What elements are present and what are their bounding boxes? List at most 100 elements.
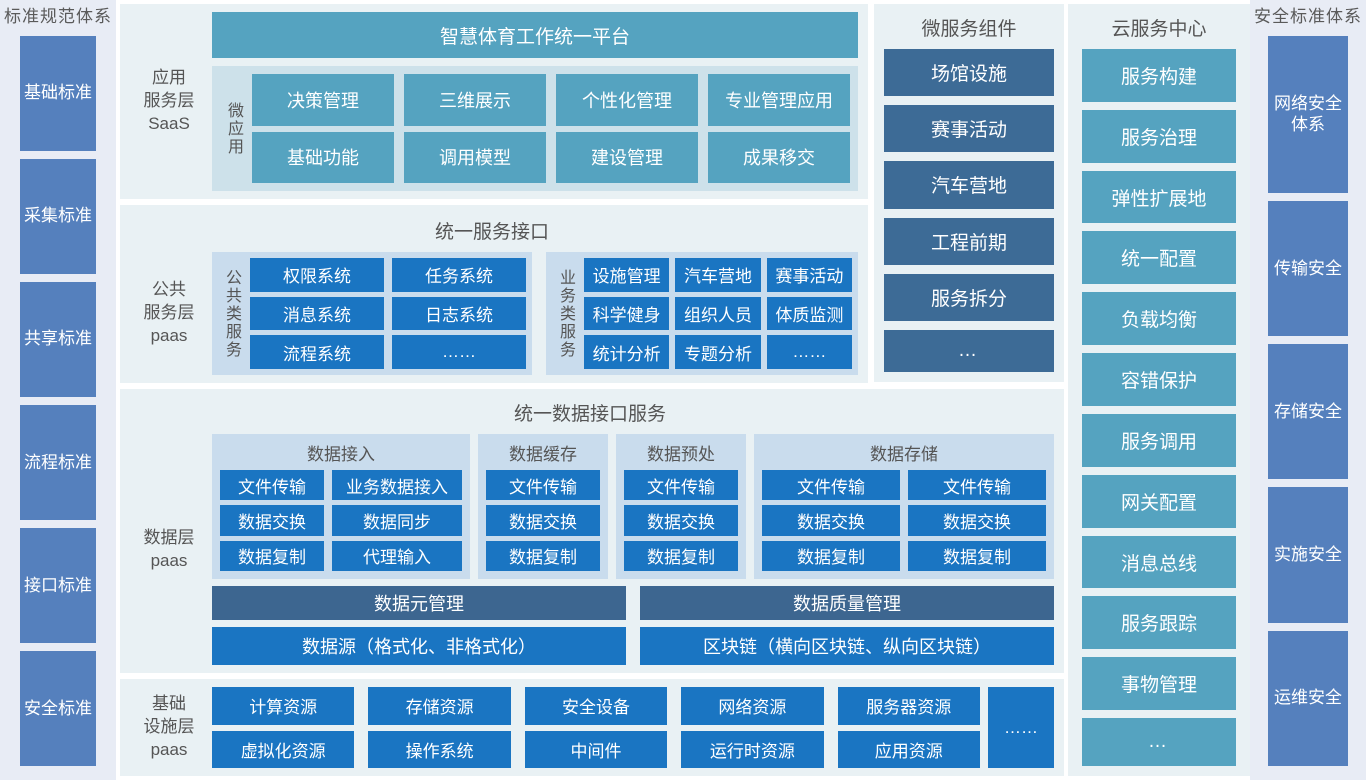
biz-tile-event[interactable]: 赛事活动 <box>766 258 852 292</box>
infra-tile-network[interactable]: 网络资源 <box>681 687 824 725</box>
access-tile-business-data[interactable]: 业务数据接入 <box>332 470 462 501</box>
access-tile-exchange[interactable]: 数据交换 <box>220 505 324 536</box>
cloud-box-service-governance[interactable]: 服务治理 <box>1082 109 1236 163</box>
biz-tile-personnel[interactable]: 组织人员 <box>675 296 761 331</box>
ms-box-preproject[interactable]: 工程前期 <box>884 217 1054 265</box>
store-tile-exchange-1[interactable]: 数据交换 <box>762 505 900 536</box>
app-label-line2: 服务层 <box>143 91 195 111</box>
cloud-box-service-call[interactable]: 服务调用 <box>1082 413 1236 467</box>
cloud-box-unified-config[interactable]: 统一配置 <box>1082 231 1236 285</box>
biz-tile-thematic[interactable]: 专题分析 <box>675 335 761 369</box>
data-group-storage-title: 数据存储 <box>870 445 938 464</box>
infra-tile-virtualization[interactable]: 虚拟化资源 <box>212 730 355 768</box>
biz-tile-campsite[interactable]: 汽车营地 <box>675 258 761 292</box>
microservice-column: 微服务组件 场馆设施 赛事活动 汽车营地 工程前期 服务拆分 … <box>874 4 1064 383</box>
bar-data-quality-management[interactable]: 数据质量管理 <box>640 586 1054 620</box>
data-group-cache: 数据缓存 文件传输 数据交换 数据复制 <box>478 434 608 579</box>
app-tile-call-model[interactable]: 调用模型 <box>404 131 546 183</box>
cloud-box-more[interactable]: … <box>1082 718 1236 766</box>
cloud-box-message-bus[interactable]: 消息总线 <box>1082 535 1236 589</box>
security-box-transmission[interactable]: 传输安全 <box>1268 200 1348 337</box>
cloud-box-elastic-scaling[interactable]: 弹性扩展地 <box>1082 170 1236 224</box>
bar-data-source[interactable]: 数据源（格式化、非格式化） <box>212 627 626 665</box>
security-box-network[interactable]: 网络安全体系 <box>1268 35 1348 193</box>
unified-platform-bar[interactable]: 智慧体育工作统一平台 <box>212 12 858 58</box>
svc-tile-more[interactable]: …… <box>392 335 526 369</box>
access-tile-file-transfer[interactable]: 文件传输 <box>220 470 324 501</box>
biz-tile-statistics[interactable]: 统计分析 <box>584 335 670 369</box>
infra-tile-runtime[interactable]: 运行时资源 <box>681 730 824 768</box>
cache-tile-file-transfer[interactable]: 文件传输 <box>486 470 600 501</box>
pre-tile-replicate[interactable]: 数据复制 <box>624 540 738 571</box>
infra-tile-server[interactable]: 服务器资源 <box>837 687 980 725</box>
standard-box-sharing[interactable]: 共享标准 <box>20 281 96 397</box>
infra-tile-more[interactable]: …… <box>988 687 1054 768</box>
ms-box-event[interactable]: 赛事活动 <box>884 105 1054 153</box>
security-box-operations[interactable]: 运维安全 <box>1268 630 1348 766</box>
standard-box-security[interactable]: 安全标准 <box>20 650 96 767</box>
ms-box-campsite[interactable]: 汽车营地 <box>884 161 1054 209</box>
public-service-layer: 统一服务接口 公共 服务层 paas 公共类服务 权限系统 <box>120 205 868 383</box>
store-tile-file-transfer-2[interactable]: 文件传输 <box>908 470 1046 501</box>
app-tile-basic-function[interactable]: 基础功能 <box>252 131 394 183</box>
micro-application-grid: 决策管理 三维展示 个性化管理 专业管理应用 基础功能 调用模型 建设管理 成果… <box>252 74 850 183</box>
app-tile-decision[interactable]: 决策管理 <box>252 74 394 126</box>
standard-box-interface[interactable]: 接口标准 <box>20 527 96 643</box>
app-tile-construction[interactable]: 建设管理 <box>556 131 698 183</box>
ms-box-split[interactable]: 服务拆分 <box>884 273 1054 321</box>
ms-box-more[interactable]: … <box>884 329 1054 373</box>
app-tile-professional[interactable]: 专业管理应用 <box>708 74 850 126</box>
data-group-cache-title: 数据缓存 <box>509 445 577 464</box>
svc-label-line2: 服务层 <box>143 303 195 323</box>
pre-tile-exchange[interactable]: 数据交换 <box>624 505 738 536</box>
svc-tile-workflow[interactable]: 流程系统 <box>250 335 384 369</box>
biz-tile-physique[interactable]: 体质监测 <box>766 296 852 331</box>
cache-tile-replicate[interactable]: 数据复制 <box>486 540 600 571</box>
access-tile-agent-input[interactable]: 代理输入 <box>332 540 462 571</box>
standard-box-process[interactable]: 流程标准 <box>20 404 96 520</box>
cloud-box-load-balancing[interactable]: 负载均衡 <box>1082 292 1236 346</box>
cloud-box-service-build[interactable]: 服务构建 <box>1082 49 1236 102</box>
cloud-box-fault-tolerance[interactable]: 容错保护 <box>1082 353 1236 406</box>
infra-tile-security-device[interactable]: 安全设备 <box>524 687 668 725</box>
app-tile-3d-display[interactable]: 三维展示 <box>404 74 546 126</box>
security-box-implementation[interactable]: 实施安全 <box>1268 487 1348 623</box>
svc-tile-permission[interactable]: 权限系统 <box>250 258 384 292</box>
svc-tile-message[interactable]: 消息系统 <box>250 296 384 331</box>
public-class-service-label: 公共类服务 <box>218 258 244 369</box>
infra-tile-os[interactable]: 操作系统 <box>368 730 511 768</box>
security-box-storage[interactable]: 存储安全 <box>1268 344 1348 480</box>
pre-tile-file-transfer[interactable]: 文件传输 <box>624 470 738 501</box>
app-tile-personalized[interactable]: 个性化管理 <box>556 74 698 126</box>
standard-box-basic[interactable]: 基础标准 <box>20 35 96 151</box>
store-tile-file-transfer-1[interactable]: 文件传输 <box>762 470 900 501</box>
biz-tile-facility[interactable]: 设施管理 <box>584 258 670 292</box>
svc-tile-log[interactable]: 日志系统 <box>392 296 526 331</box>
data-layer-label: 数据层 paas <box>126 434 212 665</box>
biz-tile-fitness[interactable]: 科学健身 <box>584 296 670 331</box>
access-tile-replicate[interactable]: 数据复制 <box>220 540 324 571</box>
infra-tile-application[interactable]: 应用资源 <box>837 730 980 768</box>
bar-metadata-management[interactable]: 数据元管理 <box>212 586 626 620</box>
unified-service-interface-title: 统一服务接口 <box>434 222 549 243</box>
cloud-box-gateway-config[interactable]: 网关配置 <box>1082 474 1236 528</box>
cloud-box-transaction-management[interactable]: 事物管理 <box>1082 657 1236 711</box>
store-tile-exchange-2[interactable]: 数据交换 <box>908 505 1046 536</box>
upper-section: 应用 服务层 SaaS 智慧体育工作统一平台 微应用 决策管理 三维展示 个性化… <box>120 4 1064 383</box>
store-tile-replicate-1[interactable]: 数据复制 <box>762 540 900 571</box>
infra-tile-middleware[interactable]: 中间件 <box>524 730 668 768</box>
bar-blockchain[interactable]: 区块链（横向区块链、纵向区块链） <box>640 627 1054 665</box>
ms-box-venue[interactable]: 场馆设施 <box>884 49 1054 97</box>
svc-tile-task[interactable]: 任务系统 <box>392 258 526 292</box>
cache-tile-exchange[interactable]: 数据交换 <box>486 505 600 536</box>
infra-tile-storage[interactable]: 存储资源 <box>368 687 511 725</box>
store-tile-replicate-2[interactable]: 数据复制 <box>908 540 1046 571</box>
biz-tile-more[interactable]: …… <box>766 335 852 369</box>
cloud-box-service-tracking[interactable]: 服务跟踪 <box>1082 596 1236 650</box>
data-label-line1: 数据层 <box>143 527 195 547</box>
standard-box-collection[interactable]: 采集标准 <box>20 158 96 274</box>
infra-tile-compute[interactable]: 计算资源 <box>212 687 355 725</box>
access-tile-sync[interactable]: 数据同步 <box>332 505 462 536</box>
app-tile-handover[interactable]: 成果移交 <box>708 131 850 183</box>
